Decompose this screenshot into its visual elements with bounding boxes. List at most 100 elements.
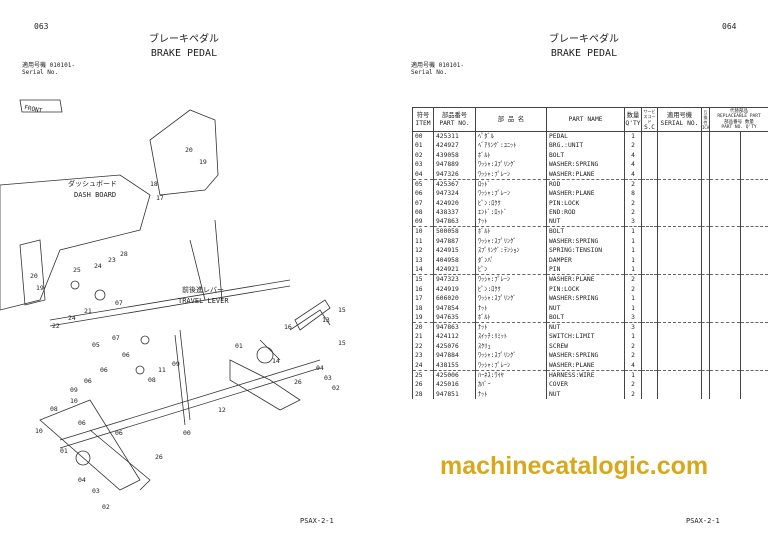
cell-qty: 2 [624,141,642,151]
callout-number: 18 [150,180,158,188]
callout-number: 00 [183,429,191,437]
cell-empty [739,188,768,199]
serial-label-jp: 適用号機 [22,62,47,69]
cell-qty: 2 [624,284,642,294]
cell-part-no: 947887 [433,236,476,247]
left-serial: 適用号機 010101-Serial No. [22,62,75,76]
callout-number: 04 [316,364,324,372]
cell-empty [739,131,768,142]
cell-qty: 3 [624,312,642,323]
cell-part-no: 947324 [433,188,476,199]
cell-part-no: 424919 [433,284,476,294]
cell-empty [657,131,702,142]
cell-empty [641,178,658,189]
cell-part-no: 947854 [433,303,476,313]
cell-empty [701,360,710,371]
cell-empty [709,284,741,294]
callout-number: 10 [70,397,78,405]
serial-label-en: Serial No. [22,69,59,76]
cell-item: 16 [412,284,434,294]
cell-empty [701,284,710,294]
cell-part-no: 947326 [433,169,476,180]
cell-empty [641,131,658,142]
cell-qty: 2 [624,198,642,208]
cell-name-jp: ﾜｯｼｬ:ｽﾌﾟﾘﾝｸﾞ [475,351,547,361]
cell-part-no: 424927 [433,141,476,151]
cell-part-name: NUT [546,389,625,399]
cell-empty [739,351,768,361]
callout-number: 19 [199,158,207,166]
cell-part-name: END:ROD [546,207,625,218]
callout-number: 08 [50,405,58,413]
cell-qty: 1 [624,226,642,237]
cell-empty [739,236,768,247]
cell-empty [657,150,702,161]
dash-board-jp: ダッシュボード [68,179,117,188]
cell-empty [657,341,702,352]
cell-empty [739,178,768,189]
cell-empty [709,321,741,332]
cell-part-name: SWITCH:LIMIT [546,331,625,342]
cell-empty [641,351,658,361]
cell-empty [739,312,768,323]
callout-number: 15 [338,339,346,347]
cell-empty [701,150,710,161]
callout-number: 05 [92,341,100,349]
cell-part-no: 947863 [433,217,476,227]
cell-name-jp: ﾋﾟﾝ [475,265,547,275]
cell-qty: 4 [624,360,642,371]
cell-empty [641,303,658,313]
cell-name-jp: ﾜｯｼｬ:ﾌﾟﾚｰﾝ [475,360,547,371]
cell-empty [739,331,768,342]
cell-part-no: 425311 [433,131,476,142]
cell-empty [701,217,710,227]
serial-label-en: Serial No. [411,69,448,76]
cell-item: 18 [412,303,434,313]
callout-number: 17 [156,194,164,202]
cell-empty [641,150,658,161]
cell-empty [701,351,710,361]
cell-part-name: PIN:LOCK [546,284,625,294]
cell-empty [709,160,741,170]
callout-number: 26 [294,378,302,386]
left-page-number: 063 [34,22,49,31]
cell-qty: 2 [624,379,642,390]
cell-item: 09 [412,217,434,227]
cell-item: 07 [412,198,434,208]
cell-empty [641,169,658,180]
cell-empty [709,389,741,399]
cell-empty [701,369,710,380]
cell-empty [701,141,710,151]
cell-empty [657,265,702,275]
cell-empty [739,207,768,218]
cell-part-name: WASHER:PLANE [546,188,625,199]
cell-name-jp: ﾛｯﾄﾞ [475,178,547,189]
callout-number: 13 [322,316,330,324]
cell-name-jp: ﾍﾟﾀﾞﾙ [475,131,547,142]
cell-part-no: 947863 [433,321,476,332]
cell-qty: 2 [624,207,642,218]
cell-item: 01 [412,141,434,151]
cell-qty: 4 [624,150,642,161]
cell-empty [657,379,702,390]
callout-number: 14 [272,357,280,365]
cell-empty [641,207,658,218]
cell-part-name: BOLT [546,226,625,237]
cell-empty [739,379,768,390]
cell-name-jp: ｽｸﾘｭ [475,341,547,352]
cell-empty [701,131,710,142]
cell-empty [739,284,768,294]
